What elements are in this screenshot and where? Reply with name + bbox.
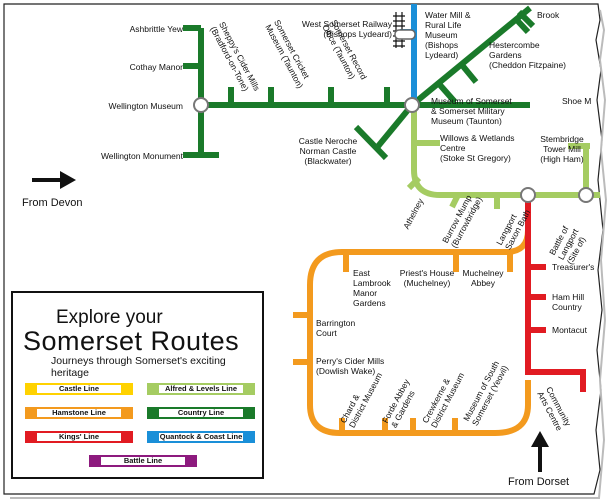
station-shoe: Shoe M bbox=[562, 96, 592, 106]
station-castle-neroche: Castle Neroche Norman Castle (Blackwater… bbox=[298, 136, 358, 166]
legend-key-battle: Battle Line bbox=[89, 455, 197, 467]
paper-shadow bbox=[10, 9, 608, 499]
station-wellington-museum: Wellington Museum bbox=[108, 101, 184, 111]
arrow-from-devon-icon bbox=[32, 171, 76, 189]
station-wellington-monument: Wellington Monument bbox=[100, 151, 183, 161]
country-line bbox=[183, 5, 536, 161]
legend-key-kings: Kings' Line bbox=[25, 431, 133, 443]
station-hestercombe: Hestercombe Gardens (Cheddon Fitzpaine) bbox=[489, 40, 567, 70]
interchange-wsr bbox=[394, 29, 416, 40]
station-west-somerset-railway: West Somerset Railway (Bishops Lydeard) bbox=[301, 19, 392, 39]
station-montacute: Montacut bbox=[552, 325, 587, 335]
station-willows: Willows & Wetlands Centre (Stoke St Greg… bbox=[440, 133, 515, 163]
legend-key-castle: Castle Line bbox=[25, 383, 133, 395]
station-museum-of-somerset: Museum of Somerset & Somerset Military M… bbox=[431, 96, 512, 126]
legend-key-alfred: Alfred & Levels Line bbox=[147, 383, 255, 395]
station-perrys: Perry's Cider Mills (Dowlish Wake) bbox=[316, 356, 385, 376]
from-devon-label: From Devon bbox=[22, 197, 83, 209]
legend-box: Explore your Somerset Routes Journeys th… bbox=[11, 291, 264, 479]
paper-border bbox=[3, 3, 604, 495]
station-stembridge: Stembridge Tower Mill (High Ham) bbox=[540, 134, 584, 164]
station-muchelney-abbey: Muchelney Abbey bbox=[462, 268, 504, 288]
legend-key-hamstone: Hamstone Line bbox=[25, 407, 133, 419]
alfred-line bbox=[406, 105, 600, 209]
legend-title-line2: Somerset Routes bbox=[23, 326, 240, 356]
station-priests-house: Priest's House (Muchelney) bbox=[399, 268, 455, 288]
interchange-east bbox=[578, 187, 594, 203]
interchange-langport bbox=[520, 187, 536, 203]
hamstone-line bbox=[293, 195, 531, 436]
station-barrington: Barrington Court bbox=[316, 318, 356, 338]
station-water-mill: Water Mill & Rural Life Museum (Bishops … bbox=[425, 10, 471, 60]
arrow-from-dorset-icon bbox=[531, 431, 549, 472]
legend-subtitle: Journeys through Somerset's exciting her… bbox=[51, 355, 226, 379]
interchange-wellington bbox=[193, 97, 209, 113]
station-ham-hill: Ham Hill Country bbox=[552, 292, 585, 312]
legend-key-country: Country Line bbox=[147, 407, 255, 419]
station-treasurers: Treasurer's bbox=[552, 262, 595, 272]
station-east-lambrook: East Lambrook Manor Gardens bbox=[353, 268, 391, 308]
station-ashbrittle: Ashbrittle Yew bbox=[129, 24, 183, 34]
station-cothay: Cothay Manor bbox=[129, 62, 183, 72]
interchanges bbox=[193, 97, 594, 203]
legend-key-quantock: Quantock & Coast Line bbox=[147, 431, 255, 443]
kings-line bbox=[525, 195, 586, 392]
station-brook: Brook bbox=[537, 10, 560, 20]
from-dorset-label: From Dorset bbox=[508, 476, 570, 488]
interchange-taunton bbox=[404, 97, 420, 113]
legend-title-line1: Explore your bbox=[56, 307, 163, 328]
